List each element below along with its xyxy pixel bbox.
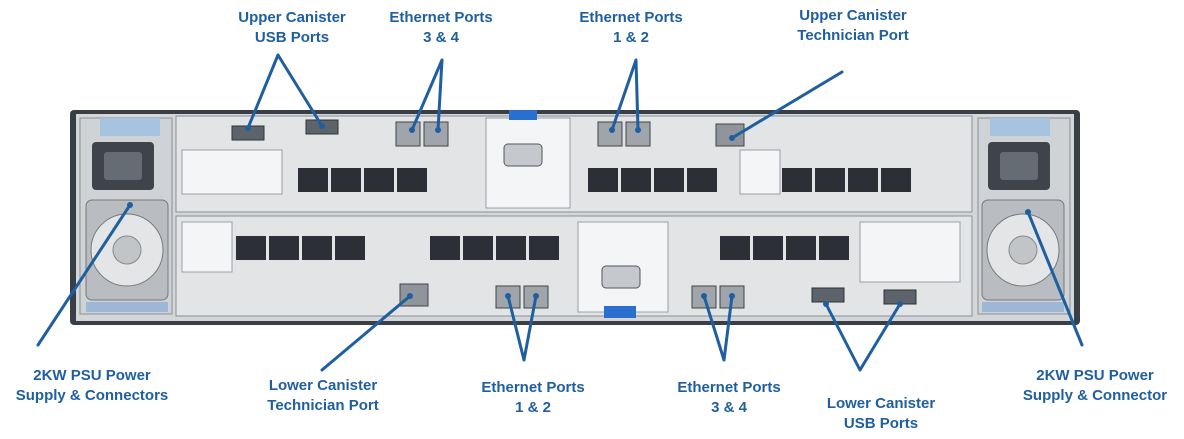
upper-canister <box>175 110 973 213</box>
callout-lines <box>36 53 1084 372</box>
upper-sfp-cages <box>298 168 911 192</box>
callout-psu-right <box>1026 210 1084 347</box>
psu-left <box>79 117 173 315</box>
lower-usb-port-1 <box>811 287 845 303</box>
lower-sfp-cages <box>236 236 849 260</box>
callout-upper-usb <box>246 53 324 130</box>
upper-eth-port-3 <box>395 121 421 147</box>
callout-lower-eth-12 <box>506 294 538 362</box>
callout-upper-eth-34 <box>410 58 444 132</box>
callout-lower-eth-34 <box>702 294 734 362</box>
upper-vga-port <box>503 143 543 167</box>
upper-technician-port <box>715 123 745 147</box>
callout-upper-tech <box>730 70 844 140</box>
callout-psu-left <box>36 203 132 347</box>
upper-eth-port-1 <box>597 121 623 147</box>
lower-technician-port <box>399 283 429 307</box>
lower-canister <box>175 215 973 318</box>
callout-upper-eth-12 <box>610 58 640 132</box>
lower-vga-port <box>601 265 641 289</box>
callout-lower-tech <box>320 294 412 372</box>
callout-lower-usb <box>824 302 902 372</box>
upper-eth-port-4 <box>423 121 449 147</box>
